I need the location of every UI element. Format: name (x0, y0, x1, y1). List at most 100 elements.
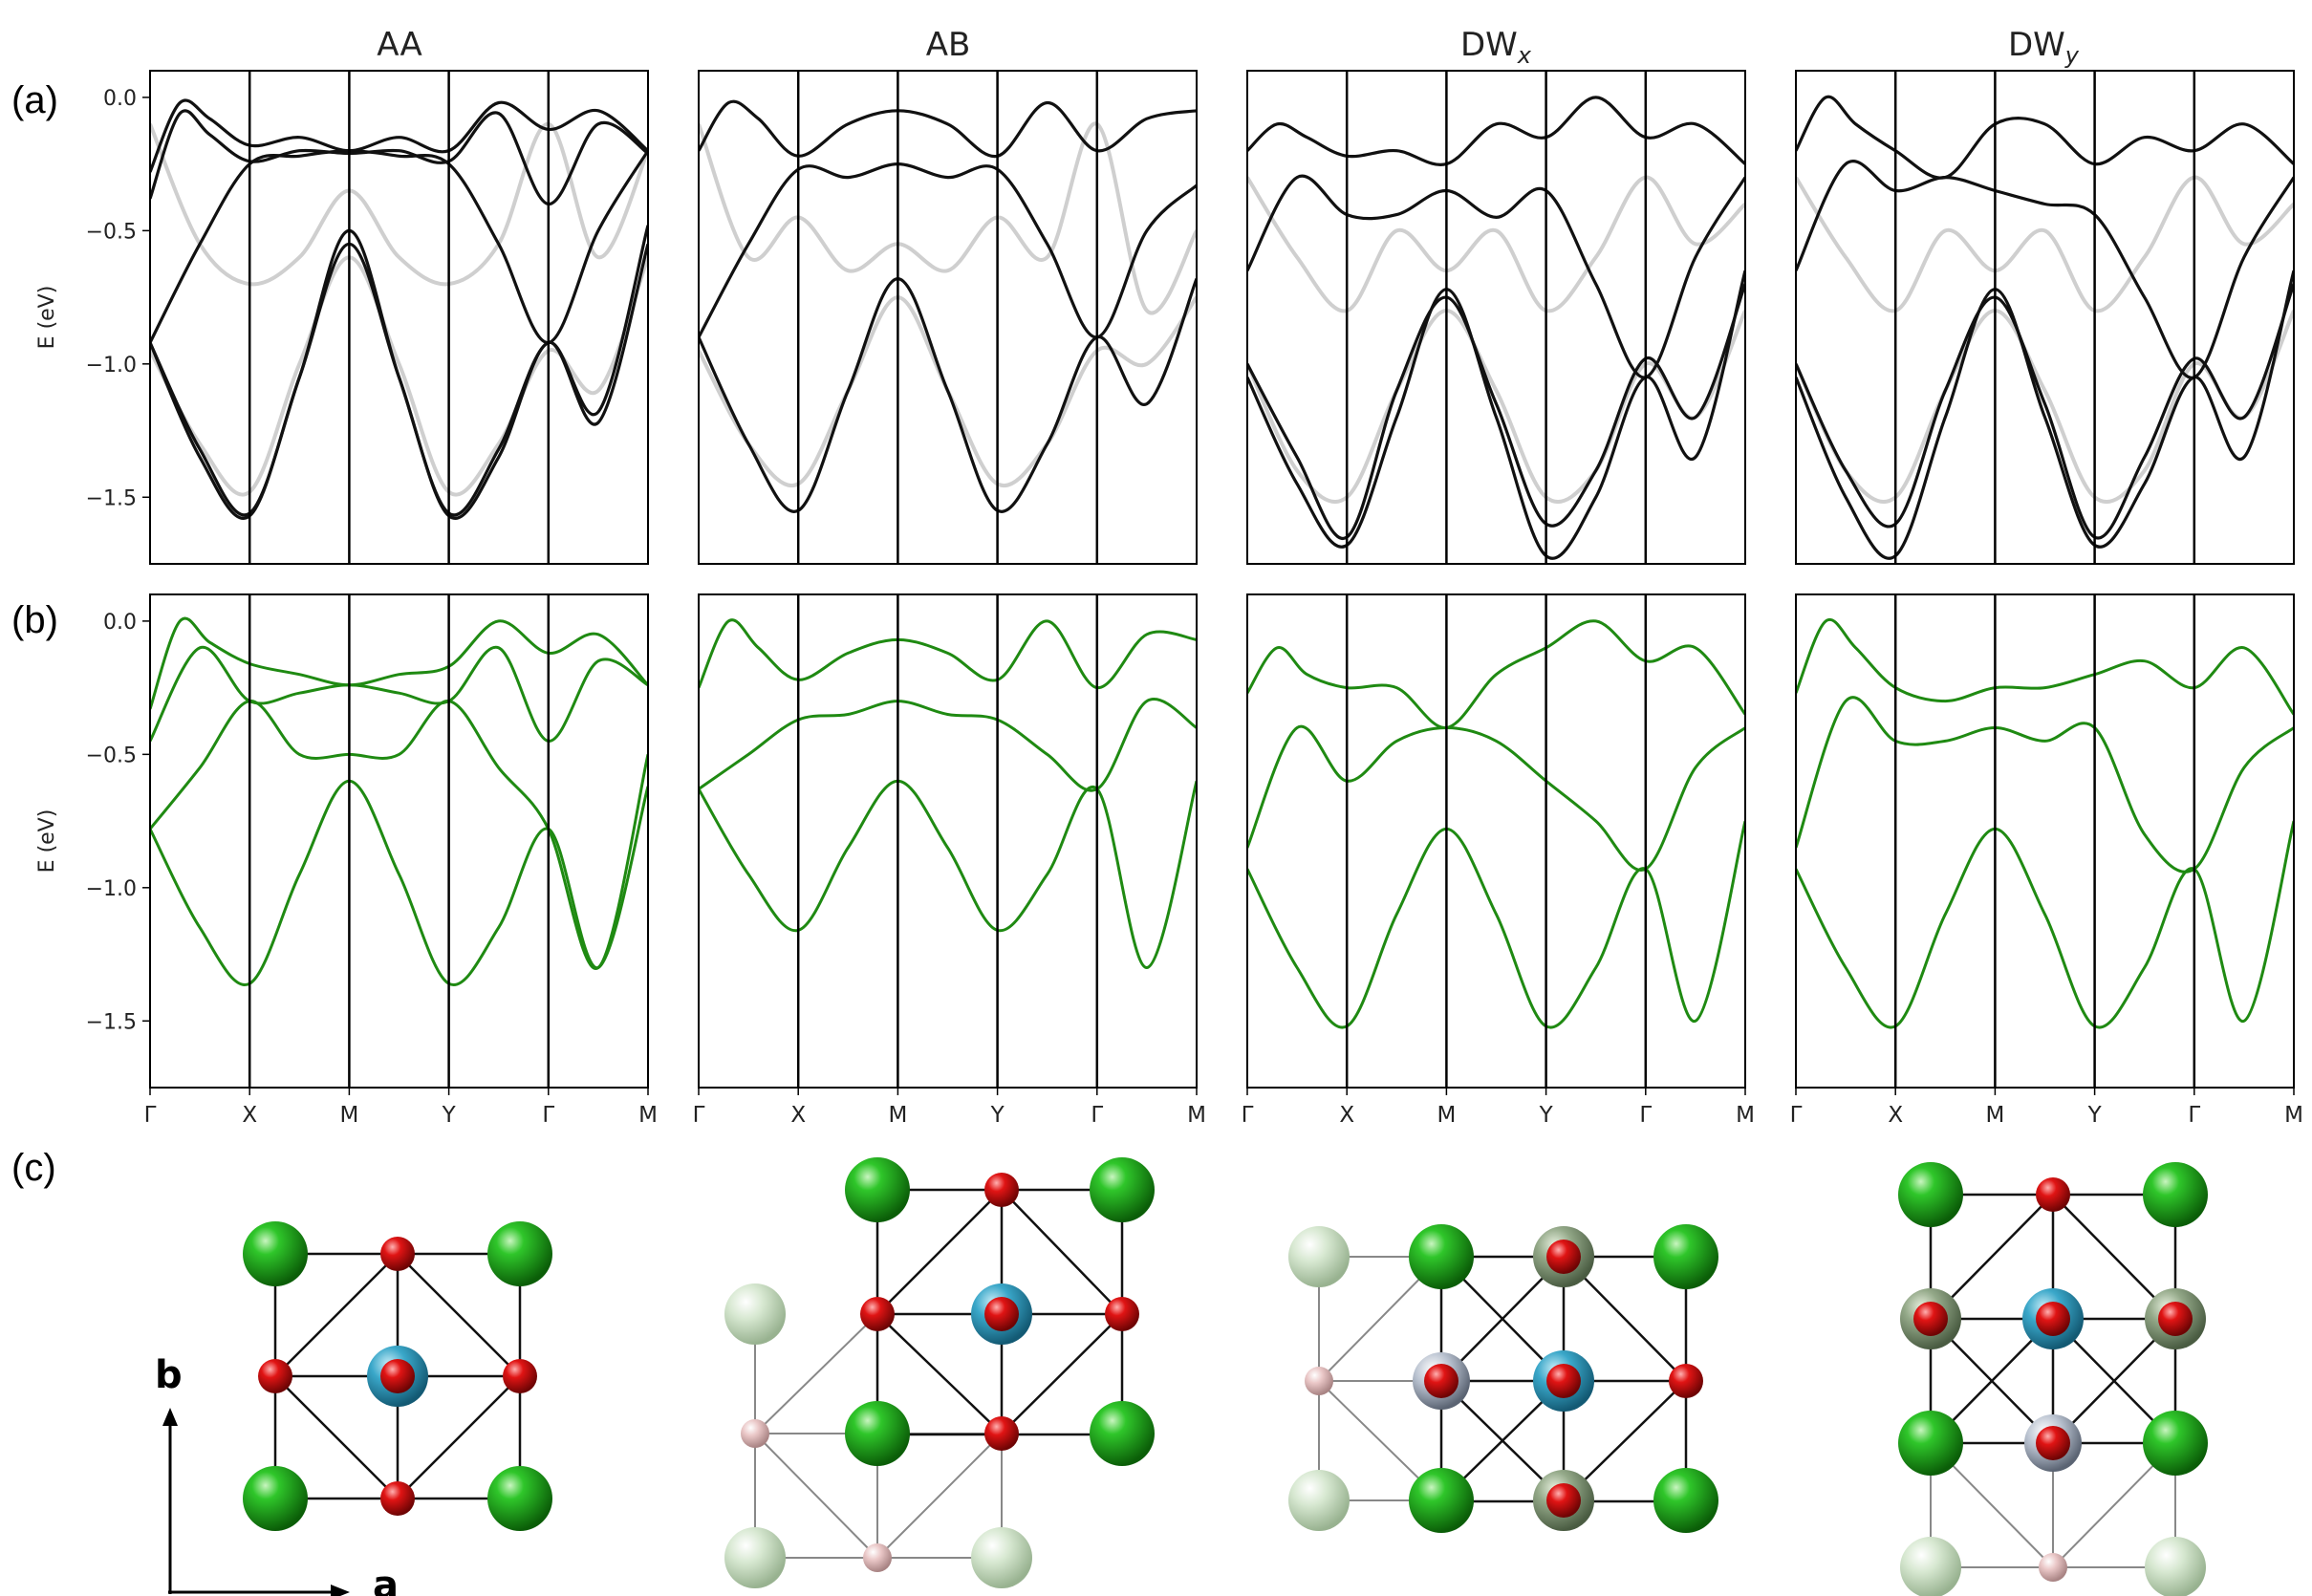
panel-frame (149, 593, 649, 1089)
band-line (699, 121, 1197, 315)
sr-atom (243, 1466, 308, 1531)
lattice-axes: b a (155, 1353, 399, 1596)
y-tick-label: −1.5 (86, 1010, 137, 1034)
sr-ghost-atom (1288, 1470, 1350, 1531)
o-atom (380, 1359, 415, 1393)
o-ghost-atom (1305, 1367, 1333, 1395)
band-line (150, 255, 648, 497)
band-line (1796, 270, 2294, 560)
y-tick-label: −1.5 (86, 486, 137, 510)
band-line (1796, 696, 2294, 873)
x-tick-label: Γ (1091, 1103, 1103, 1128)
x-tick-label: X (1888, 1103, 1903, 1128)
x-tick-label: Γ (144, 1103, 157, 1128)
o-atom (1105, 1297, 1139, 1331)
atoms-ab (724, 1157, 1155, 1588)
band-plots: 0.0−0.5−1.0−1.5E (eV)0.0−0.5−1.0−1.5E (e… (35, 70, 2303, 1128)
band-line (1247, 283, 1745, 540)
band-line (1247, 820, 1745, 1029)
sr-atom (1090, 1401, 1155, 1466)
y-axis-label: E (eV) (35, 286, 59, 350)
panel-title-dwy: DWy (2008, 26, 2080, 69)
o-atom (1913, 1302, 1948, 1336)
sr-ghost-atom (1900, 1537, 1961, 1596)
panel-frame (1795, 593, 2295, 1089)
band-line (1247, 724, 1745, 873)
band-line (1796, 283, 2294, 540)
band-lines (699, 99, 1197, 513)
band-line (699, 698, 1197, 792)
band-line (1796, 160, 2294, 379)
o-atom (984, 1416, 1019, 1451)
sr-atom (243, 1221, 308, 1286)
sr-ghost-atom (724, 1527, 786, 1588)
o-ghost-atom (741, 1419, 769, 1448)
panel-frame (1246, 70, 1746, 565)
a-axis-label: a (373, 1564, 399, 1596)
band-line (699, 779, 1197, 969)
panel-frame (698, 593, 1198, 1089)
o-atom (258, 1359, 292, 1393)
o-ghost-atom (2039, 1553, 2067, 1582)
band-line (1796, 175, 2294, 313)
o-atom (2036, 1302, 2070, 1336)
sr-atom (2143, 1411, 2208, 1476)
x-tick-label: X (242, 1103, 257, 1128)
band-line (150, 616, 648, 710)
band-panel (698, 70, 1198, 565)
o-atom (380, 1237, 415, 1271)
crystal-structures: b a (155, 1157, 2208, 1596)
band-lines (1796, 617, 2294, 1029)
panel-frame (149, 70, 649, 565)
o-atom (1669, 1364, 1703, 1398)
sr-atom (1090, 1157, 1155, 1222)
band-lines (1247, 96, 1745, 560)
band-line (1247, 619, 1745, 729)
x-tick-label: M (1985, 1103, 2004, 1128)
row-label-a: (a) (11, 79, 58, 121)
y-tick-label: 0.0 (103, 87, 137, 111)
atoms-dwx (1288, 1224, 1718, 1533)
panel-title-ab: AB (926, 26, 971, 64)
o-atom (2036, 1177, 2070, 1212)
x-tick-label: Y (990, 1103, 1005, 1128)
sr-atom (845, 1401, 910, 1466)
sr-ghost-atom (724, 1283, 786, 1345)
sr-atom (1653, 1224, 1718, 1289)
band-line (699, 618, 1197, 690)
band-panel (1246, 70, 1746, 565)
x-tick-label: Γ (1639, 1103, 1652, 1128)
x-tick-label: M (1187, 1103, 1206, 1128)
panel-frame (1246, 593, 1746, 1089)
x-tick-label: Y (1539, 1103, 1554, 1128)
x-tick-label: Γ (542, 1103, 554, 1128)
o-atom (1546, 1364, 1581, 1398)
band-line (1796, 617, 2294, 716)
y-tick-label: −1.0 (86, 877, 137, 901)
band-panel (1795, 70, 2295, 565)
sr-atom (1898, 1162, 1963, 1227)
band-lines (1796, 95, 2294, 560)
sr-atom (845, 1157, 910, 1222)
x-tick-label: Γ (693, 1103, 705, 1128)
row-label-c: (c) (11, 1147, 56, 1189)
panel-title-dwx: DWx (1460, 26, 1532, 69)
band-line (1247, 96, 1745, 166)
o-atom (2036, 1426, 2070, 1460)
o-ghost-atom (863, 1543, 892, 1572)
row-label-b: (b) (11, 599, 58, 641)
sr-atom (1653, 1468, 1718, 1533)
x-tick-label: M (1437, 1103, 1456, 1128)
sr-atom (1898, 1411, 1963, 1476)
sr-atom (487, 1466, 552, 1531)
panel-frame (1795, 70, 2295, 565)
y-tick-label: −0.5 (86, 744, 137, 767)
atoms-aa (243, 1221, 552, 1531)
panel-title-aa: AA (377, 26, 421, 64)
sr-atom (2143, 1162, 2208, 1227)
x-tick-label: M (1736, 1103, 1755, 1128)
band-line (150, 779, 648, 987)
